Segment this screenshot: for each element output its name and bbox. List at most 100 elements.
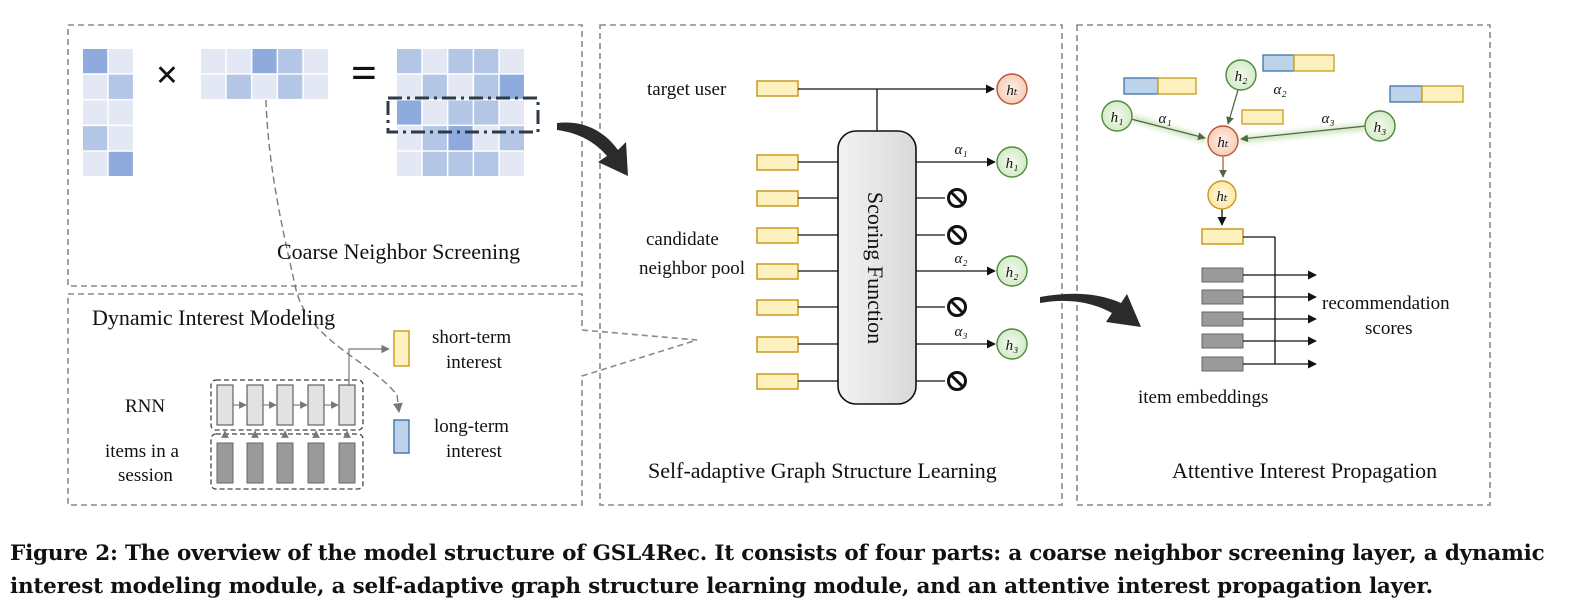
candidate-label-2: neighbor pool <box>639 258 745 279</box>
session-item-bar <box>276 442 294 484</box>
matrix-middle-cell <box>201 74 226 99</box>
session-item-bar <box>216 442 234 484</box>
neighbor-node <box>996 328 1028 360</box>
matrix-middle-cell <box>252 74 277 99</box>
neighbor-node <box>996 255 1028 287</box>
caption-line-2: interest modeling module, a self-adaptiv… <box>10 574 1433 599</box>
scoring-function-label: Scoring Function <box>863 192 888 344</box>
neighbor-node <box>996 146 1028 178</box>
matrix-result-cell <box>474 151 499 176</box>
rnn-cell <box>276 384 294 426</box>
neighbor-node-label: h₁ <box>1006 156 1019 172</box>
item-embedding-bar <box>1201 267 1244 283</box>
matrix-result-cell <box>499 74 524 99</box>
graph-structure-learning-panel <box>599 24 1063 506</box>
matrix-result-cell <box>448 74 473 99</box>
short-term-arrow <box>348 344 390 386</box>
prop-h1-label: h₁ <box>1111 110 1124 126</box>
session-link-dashed <box>265 99 403 413</box>
candidate-vector <box>756 227 799 244</box>
matrix-result-cell <box>397 100 422 125</box>
candidate-vector <box>756 190 799 207</box>
rnn-cell <box>246 384 264 426</box>
matrix-result-cell <box>499 49 524 74</box>
matrix-result-cell <box>422 126 447 151</box>
item-embeddings-label: item embeddings <box>1138 387 1268 408</box>
matrix-result-cell <box>397 74 422 99</box>
matrix-left <box>83 49 133 176</box>
propagation-flow-arrow <box>1040 293 1141 327</box>
attentive-propagation-panel <box>1076 24 1491 506</box>
matrix-middle-cell <box>201 49 226 74</box>
prop-alpha2: α₂ <box>1273 82 1286 98</box>
user-embedding-vector <box>1201 228 1244 245</box>
item-embedding-bar <box>1201 333 1244 349</box>
equals-symbol: = <box>351 47 377 98</box>
attention-weight-label: α₂ <box>954 251 967 267</box>
matrix-left-cell <box>83 151 108 176</box>
neighbor-node-label: h₂ <box>1006 265 1019 281</box>
matrix-result-cell <box>448 151 473 176</box>
coarse-screening-title: Coarse Neighbor Screening <box>277 239 520 264</box>
propagation-graph: h₁ h₂ h₃ hₜ hₜ α₁ α₂ α₃ <box>1101 54 1464 226</box>
session-item-bar <box>246 442 264 484</box>
blocked-icon-slash <box>949 299 965 315</box>
matrix-result-cell <box>474 74 499 99</box>
selected-row-highlight <box>386 96 540 134</box>
prop-ht-label: hₜ <box>1217 135 1229 151</box>
matrix-result-cell <box>397 49 422 74</box>
scoring-function-box <box>837 130 917 405</box>
matrix-middle-cell <box>226 49 251 74</box>
blocked-icon <box>947 297 967 317</box>
target-user-vector <box>756 80 799 97</box>
items-in-session-label-2: session <box>118 465 173 486</box>
short-term-label-1: short-term <box>432 327 511 348</box>
neighbor-vector-2 <box>1262 54 1295 72</box>
rnn-cell <box>338 384 356 426</box>
rnn-cell <box>216 384 234 426</box>
short-term-label-2: interest <box>446 352 503 373</box>
multiply-symbol: × <box>156 52 179 97</box>
matrix-result-cell <box>397 126 422 151</box>
recommendation-label-2: scores <box>1365 318 1412 339</box>
blocked-icon-slash <box>949 190 965 206</box>
matrix-left-cell <box>83 49 108 74</box>
ht-node-label: hₜ <box>1006 83 1018 99</box>
long-term-label-1: long-term <box>434 416 509 437</box>
rnn-cell <box>307 384 325 426</box>
matrix-result-cell <box>474 126 499 151</box>
attention-weight-label: α₁ <box>954 142 967 158</box>
rnn-block <box>210 379 364 431</box>
long-term-interest-vector <box>393 419 410 454</box>
matrix-left-cell <box>108 49 133 74</box>
dynamic-interest-title: Dynamic Interest Modeling <box>92 305 335 330</box>
session-item-bar <box>338 442 356 484</box>
session-item-bar <box>307 442 325 484</box>
blocked-icon-slash <box>949 227 965 243</box>
target-user-label: target user <box>647 79 727 100</box>
prop-alpha1: α₁ <box>1158 111 1171 127</box>
item-embedding-bar <box>1201 356 1244 372</box>
matrix-middle-cell <box>278 49 303 74</box>
matrix-left-cell <box>83 100 108 125</box>
caption-line-1: Figure 2: The overview of the model stru… <box>10 541 1545 566</box>
blocked-icon <box>947 225 967 245</box>
matrix-result-cell <box>422 151 447 176</box>
gsl-title: Self-adaptive Graph Structure Learning <box>648 458 997 483</box>
neighbor-flow-arrow <box>557 122 628 176</box>
prop-alpha3: α₃ <box>1321 111 1334 127</box>
prop-h2-label: h₂ <box>1235 69 1248 85</box>
long-term-label-2: interest <box>446 441 503 462</box>
matrix-middle-cell <box>252 49 277 74</box>
aip-title: Attentive Interest Propagation <box>1172 458 1437 483</box>
dynamic-interest-panel <box>67 293 698 506</box>
matrix-result-cell <box>422 49 447 74</box>
blocked-icon <box>947 188 967 208</box>
candidate-label-1: candidate <box>646 229 719 250</box>
candidate-vector <box>756 373 799 390</box>
candidate-vector <box>756 263 799 280</box>
matrix-result-cell <box>448 49 473 74</box>
matrix-result-cell <box>474 49 499 74</box>
matrix-middle-cell <box>278 74 303 99</box>
